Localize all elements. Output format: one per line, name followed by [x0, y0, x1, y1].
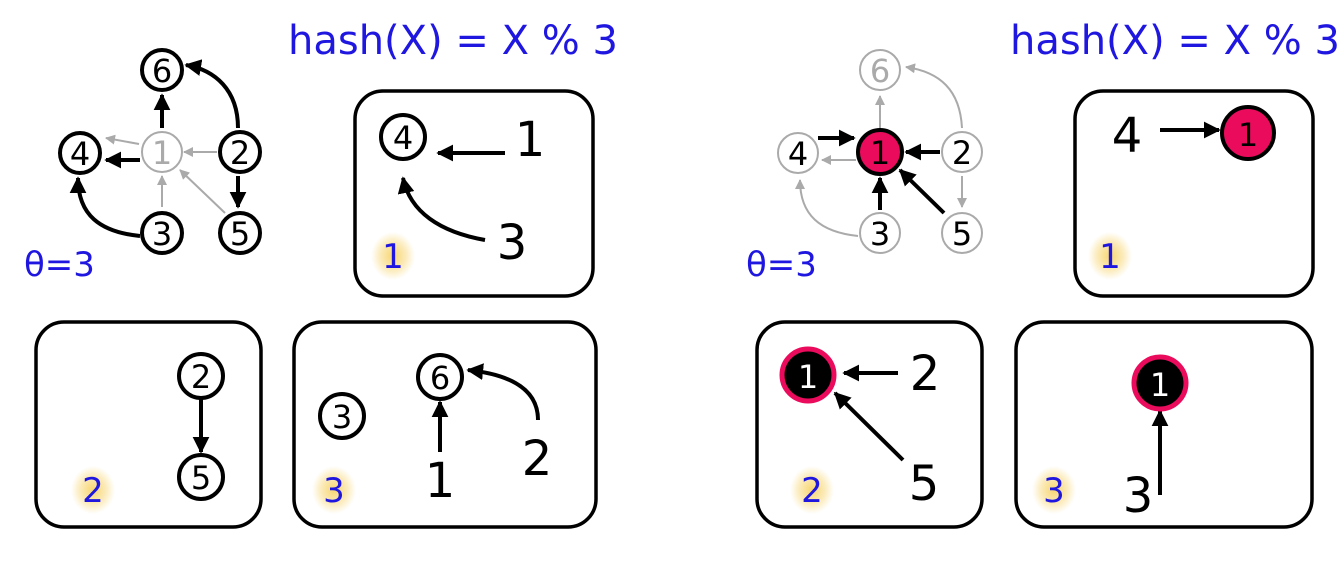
svg-text:4: 4 [393, 119, 413, 157]
svg-text:1: 1 [152, 134, 172, 172]
svg-text:5: 5 [952, 215, 972, 253]
right-graph-nodes: 6 4 1 2 3 5 [777, 49, 983, 254]
svg-text:1: 1 [870, 134, 890, 172]
edge-1-to-4 [105, 134, 140, 145]
edge-2-to-6 [184, 59, 240, 129]
left-partition-2: 2 5 2 [34, 320, 263, 529]
svg-text:1: 1 [798, 358, 818, 396]
partition-index-glow [312, 466, 356, 514]
node-1-highlighted: 1 [1220, 105, 1276, 161]
edge-3-to-4 [69, 176, 141, 238]
left-theta-label: θ=3 [24, 245, 95, 285]
label-2: 2 [910, 346, 941, 402]
right-hash-formula: hash(X) = X % 3 [1010, 18, 1337, 64]
partition-index-glow [371, 232, 415, 280]
node-3: 3 [859, 212, 901, 254]
right-theta-label: θ=3 [746, 245, 817, 285]
node-2: 2 [218, 130, 262, 174]
svg-text:3: 3 [870, 215, 890, 253]
right-partition-1: 1 4 1 [1073, 89, 1315, 298]
right-graph-gray-edges [795, 63, 967, 237]
node-2: 2 [941, 131, 983, 173]
left-partition-1: 4 1 3 1 [353, 89, 595, 298]
svg-text:1: 1 [1238, 116, 1258, 154]
arrow-5-to-1 [833, 391, 905, 462]
left-panel: hash(X) = X % 3 θ=3 6 4 [24, 18, 618, 529]
svg-text:2: 2 [952, 134, 972, 172]
node-5: 5 [941, 212, 983, 254]
edge-2-to-6 [905, 63, 963, 129]
partition-index: 3 [1043, 471, 1065, 511]
edge-3-to-4 [795, 179, 859, 237]
svg-text:2: 2 [230, 134, 250, 172]
arrow-2-to-6 [466, 363, 540, 421]
svg-text:3: 3 [332, 398, 352, 436]
partition-index: 1 [382, 237, 404, 277]
node-1-highlighted: 1 [1131, 354, 1189, 412]
svg-text:4: 4 [70, 135, 90, 173]
right-panel: hash(X) = X % 3 θ=3 6 4 [746, 18, 1337, 529]
partition-index: 1 [1099, 237, 1121, 277]
svg-text:6: 6 [430, 359, 450, 397]
left-partition-3: 3 6 1 2 3 [292, 320, 598, 529]
node-5: 5 [177, 453, 225, 501]
node-3: 3 [318, 392, 366, 440]
node-1-highlighted: 1 [779, 346, 837, 404]
svg-text:5: 5 [230, 215, 250, 253]
edge-5-to-1 [898, 168, 946, 215]
node-4: 4 [379, 113, 427, 161]
right-partition-2: 1 2 5 2 [755, 320, 984, 529]
left-graph-black-edges [69, 59, 247, 238]
node-3: 3 [140, 211, 184, 255]
left-hash-formula: hash(X) = X % 3 [288, 18, 618, 64]
partition-index-glow [71, 466, 115, 514]
svg-text:5: 5 [191, 459, 211, 497]
partition-index: 3 [323, 471, 345, 511]
left-graph-nodes: 6 4 1 2 3 5 [58, 48, 262, 255]
node-6: 6 [416, 353, 464, 401]
svg-text:2: 2 [191, 358, 211, 396]
svg-text:4: 4 [788, 135, 808, 173]
right-partition-3: 1 3 3 [1014, 320, 1314, 529]
svg-text:6: 6 [870, 52, 890, 90]
label-2: 2 [522, 431, 553, 487]
label-1: 1 [515, 112, 546, 168]
label-3: 3 [497, 215, 528, 271]
label-5: 5 [909, 456, 940, 512]
label-4: 4 [1112, 108, 1143, 164]
node-1: 1 [141, 131, 183, 173]
left-graph-gray-edges [105, 134, 226, 214]
node-2: 2 [177, 352, 225, 400]
partition-index-glow [790, 466, 834, 514]
svg-text:6: 6 [152, 52, 172, 90]
partition-index: 2 [82, 471, 104, 511]
node-6: 6 [859, 49, 901, 91]
svg-text:3: 3 [152, 215, 172, 253]
node-5: 5 [218, 211, 262, 255]
right-graph-black-edges [818, 129, 946, 215]
label-3: 3 [1123, 468, 1154, 524]
partition-index-glow [1032, 466, 1076, 514]
partition-index-glow [1088, 232, 1132, 280]
svg-text:1: 1 [1150, 366, 1170, 404]
node-4: 4 [58, 131, 102, 175]
label-1: 1 [425, 453, 456, 509]
node-1-highlighted: 1 [856, 128, 904, 176]
partition-index: 2 [801, 471, 823, 511]
node-4: 4 [777, 132, 819, 174]
arrow-3-to-4 [397, 176, 486, 242]
node-6: 6 [140, 48, 184, 92]
edge-5-to-1 [179, 169, 226, 214]
